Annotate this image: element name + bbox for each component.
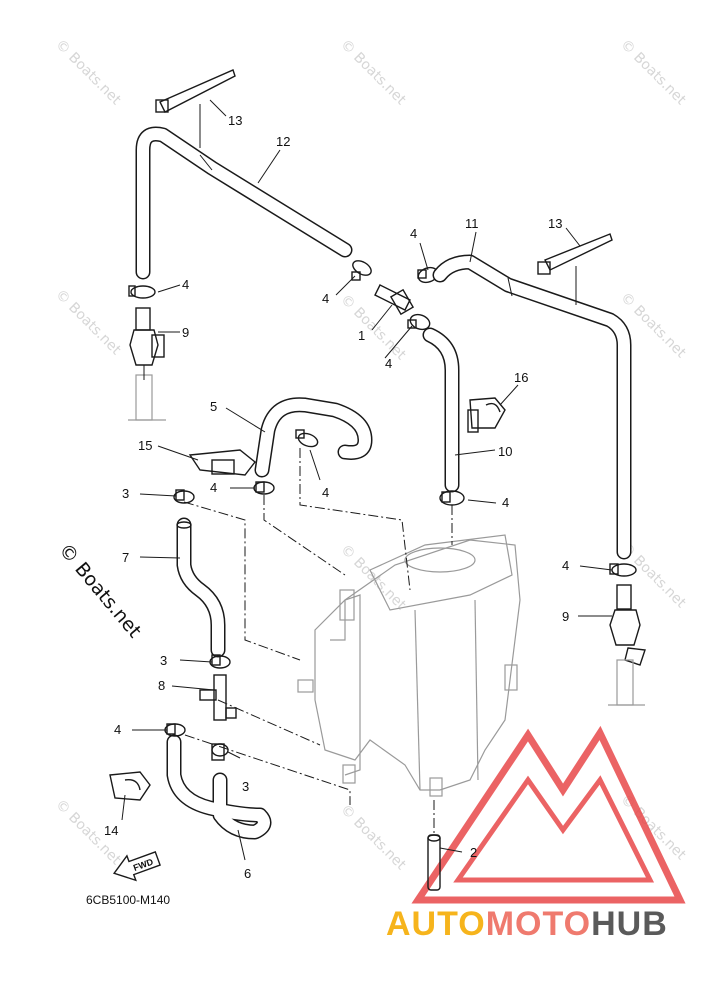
callout-label: 4 — [114, 722, 121, 737]
pipe-2 — [427, 834, 441, 891]
brand-hub: HUB — [591, 905, 668, 943]
callout-label: 4 — [210, 480, 217, 495]
callout-label: 16 — [514, 370, 528, 385]
joint-1 — [371, 284, 415, 331]
part-code: 6CB5100-M140 — [86, 893, 170, 907]
clip-14 — [109, 771, 151, 801]
clamp-4 — [609, 563, 637, 577]
callout-label: 3 — [122, 486, 129, 501]
clamp-4 — [439, 490, 465, 506]
brand-moto: MOTO — [485, 905, 592, 943]
clip-16 — [467, 397, 506, 433]
watermark: © Boats.net — [337, 802, 409, 874]
callout-label: 9 — [562, 609, 569, 624]
hose-12 — [135, 126, 353, 280]
callout-label: 13 — [548, 216, 562, 231]
watermark: © Boats.net — [337, 292, 409, 364]
cable-tie-13-left — [155, 69, 236, 148]
callout-label: 1 — [358, 328, 365, 343]
watermark: © Boats.net — [617, 37, 689, 109]
callout-label: 10 — [498, 444, 512, 459]
callout-label: 4 — [182, 277, 189, 292]
callout-label: 4 — [322, 291, 329, 306]
fuel-filter-9-left — [128, 307, 166, 421]
clamp-3 — [211, 743, 229, 761]
clamp-3 — [173, 489, 195, 504]
callout-label: 15 — [138, 438, 152, 453]
callout-label: 2 — [470, 845, 477, 860]
brand-auto: AUTO — [386, 905, 486, 943]
callout-labels: 13 12 4 9 11 13 4 4 1 4 16 5 10 15 4 4 3… — [104, 113, 569, 881]
callout-label: 3 — [242, 779, 249, 794]
callout-label: 13 — [228, 113, 242, 128]
vapor-separator — [297, 534, 521, 797]
joint-8 — [199, 674, 237, 721]
watermark: © Boats.net — [52, 287, 124, 359]
callout-label: 5 — [210, 399, 217, 414]
brand-logo-icon — [411, 725, 686, 904]
callout-label: 8 — [158, 678, 165, 693]
watermark: © Boats.net — [337, 37, 409, 109]
callout-label: 3 — [160, 653, 167, 668]
clamp-4 — [253, 481, 275, 495]
callout-label: 9 — [182, 325, 189, 340]
fwd-arrow-icon: FWD — [112, 851, 161, 882]
watermark: © Boats.net — [617, 792, 689, 864]
clamp-4 — [351, 260, 372, 281]
hose-5 — [254, 397, 373, 478]
hose-11 — [432, 254, 632, 560]
cable-tie-13-right — [537, 233, 613, 305]
brand-wordmark: AUTOMOTOHUB — [386, 905, 708, 945]
callout-label: 4 — [322, 485, 329, 500]
clip-15 — [188, 449, 256, 476]
hose-7 — [176, 517, 226, 658]
leader-lines — [121, 99, 613, 861]
callout-label: 4 — [562, 558, 569, 573]
clamp-4 — [128, 285, 156, 299]
callout-label: 7 — [122, 550, 129, 565]
watermark-large: © Boats.net — [54, 539, 145, 642]
callout-label: 12 — [276, 134, 290, 149]
callout-label: 4 — [502, 495, 509, 510]
callout-label: 11 — [465, 216, 479, 231]
hose-10 — [422, 327, 460, 493]
clamp-4 — [407, 313, 431, 331]
hose-6 — [166, 734, 272, 840]
fuel-filter-9-right — [608, 584, 646, 706]
callout-label: 6 — [244, 866, 251, 881]
watermark: © Boats.net — [52, 37, 124, 109]
clamp-3 — [209, 654, 231, 669]
callout-label: 4 — [385, 356, 392, 371]
clamp-4 — [295, 429, 319, 448]
callout-label: 14 — [104, 823, 118, 838]
clamp-4 — [164, 723, 186, 737]
callout-label: 4 — [410, 226, 417, 241]
